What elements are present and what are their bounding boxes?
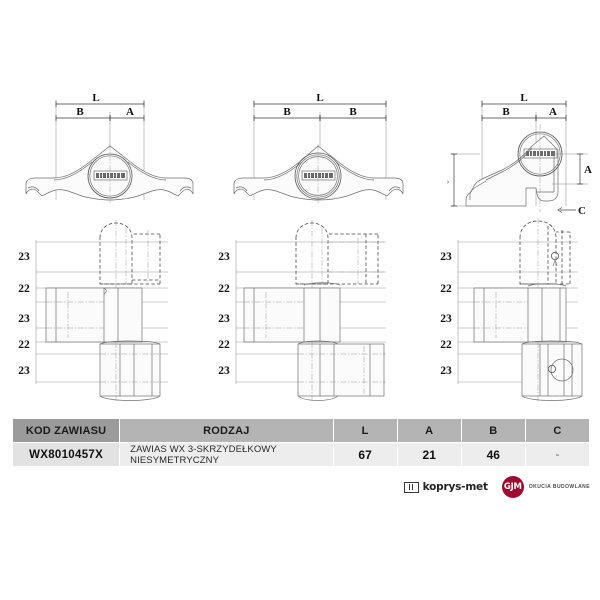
gjm-badge-icon: GJM <box>501 476 524 498</box>
dim-label-22-a: 22 <box>18 283 30 295</box>
header-L: L <box>332 418 398 443</box>
spec-table-head: KOD ZAWIASU RODZAJ L A B C <box>11 418 591 443</box>
gjm-tagline: OKUCIA BUDOWLANE <box>528 484 590 490</box>
dim-label-L: L <box>92 92 99 104</box>
dim-label-23-b: 23 <box>440 313 452 325</box>
dim-label-22-b: 22 <box>440 339 452 351</box>
drawing-top-view-right: L B A <box>440 88 598 216</box>
logo-bar: koprys-met GJM OKUCIA BUDOWLANE <box>403 476 590 498</box>
dim-label-23-a: 23 <box>18 251 30 263</box>
hinge-brand-marking <box>526 151 555 156</box>
dim-label-22-a: 22 <box>218 283 230 295</box>
koprys-mark-icon <box>403 481 419 493</box>
hinge-brand-marking <box>96 173 125 178</box>
spec-table-header-row: KOD ZAWIASU RODZAJ L A B C <box>11 418 591 443</box>
header-rodzaj: RODZAJ <box>119 418 334 443</box>
drawing-top-view-center: L B B <box>228 88 408 204</box>
drawing-front-view-right: 23 22 23 22 23 <box>430 214 598 406</box>
drawing-front-view-center: 23 22 23 22 23 <box>208 214 404 406</box>
koprys-met-label: koprys-met <box>422 481 488 493</box>
dim-label-B-right: B <box>349 106 357 118</box>
dim-label-height: W <box>446 180 450 183</box>
gjm-badge-label: GJM <box>503 482 522 492</box>
dim-label-23-c: 23 <box>218 365 230 377</box>
dim-label-23-b: 23 <box>218 313 230 325</box>
dim-label-A-top: A <box>549 106 557 118</box>
header-A: A <box>396 418 462 443</box>
drawings-area: L B A <box>8 88 598 406</box>
koprys-met-logo: koprys-met <box>403 481 488 493</box>
cell-dimension-L: 67 <box>332 442 398 467</box>
dim-label-23-c: 23 <box>18 365 30 377</box>
dim-label-23-a: 23 <box>440 251 452 263</box>
header-kod-zawiasu: KOD ZAWIASU <box>11 418 121 443</box>
cell-product-code: WX8010457X <box>11 442 121 467</box>
hinge-brand-marking <box>304 173 333 178</box>
dim-label-A: A <box>126 106 134 118</box>
table-row: WX8010457X ZAWIAS WX 3-SKRZYDEŁKOWY NIES… <box>11 442 591 467</box>
cell-dimension-B: 46 <box>460 442 526 467</box>
dim-label-A-side: A <box>584 164 592 176</box>
spec-table: KOD ZAWIASU RODZAJ L A B C WX8010457X ZA… <box>11 418 591 467</box>
dim-label-L: L <box>316 92 323 104</box>
cell-product-description: ZAWIAS WX 3-SKRZYDEŁKOWY NIESYMETRYCZNY <box>119 442 334 467</box>
dim-label-B: B <box>76 106 84 118</box>
gjm-logo: GJM OKUCIA BUDOWLANE <box>501 476 590 498</box>
header-C: C <box>524 418 591 443</box>
header-B: B <box>460 418 526 443</box>
dim-label-23-a: 23 <box>218 251 230 263</box>
dim-label-23-c: 23 <box>440 365 452 377</box>
dim-label-22-a: 22 <box>440 283 452 295</box>
dim-label-B: B <box>502 106 510 118</box>
spec-table-body: WX8010457X ZAWIAS WX 3-SKRZYDEŁKOWY NIES… <box>11 442 591 467</box>
drawing-top-view-left: L B A <box>18 88 198 204</box>
cell-dimension-A: 21 <box>396 442 462 467</box>
dim-label-22-b: 22 <box>218 339 230 351</box>
dim-label-B-left: B <box>283 106 291 118</box>
cell-dimension-C: - <box>524 442 591 467</box>
dim-label-22-b: 22 <box>18 339 30 351</box>
dim-label-23-b: 23 <box>18 313 30 325</box>
dim-label-C: C <box>578 205 586 216</box>
dim-label-L: L <box>520 92 527 104</box>
drawing-front-view-left: 23 22 23 22 23 <box>8 214 198 406</box>
